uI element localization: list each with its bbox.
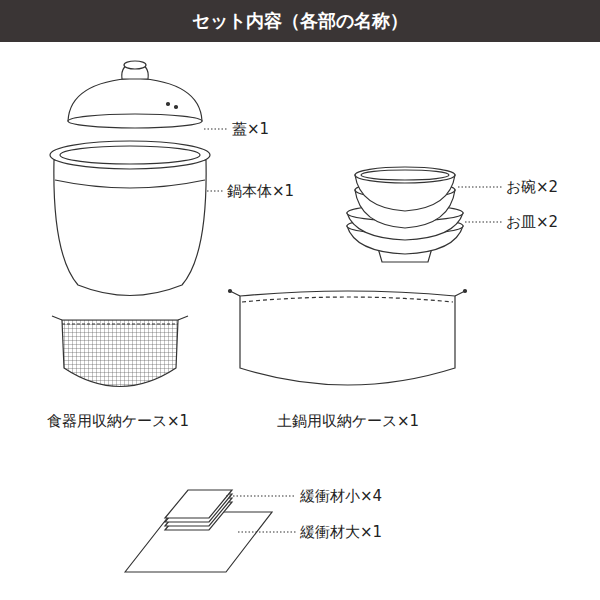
part-label: 緩衝材大×1 [300, 522, 382, 542]
title: セット内容（各部の名称） [0, 0, 600, 42]
part-label: 土鍋用収納ケース×1 [277, 411, 419, 431]
part-label: 食器用収納ケース×1 [47, 411, 189, 431]
part-label: 緩衝材小×4 [300, 486, 382, 506]
part-label: お皿×2 [506, 212, 558, 232]
part-label: お碗×2 [506, 177, 558, 197]
part-label: 鍋本体×1 [227, 181, 294, 201]
part-label: 蓋×1 [232, 119, 269, 139]
